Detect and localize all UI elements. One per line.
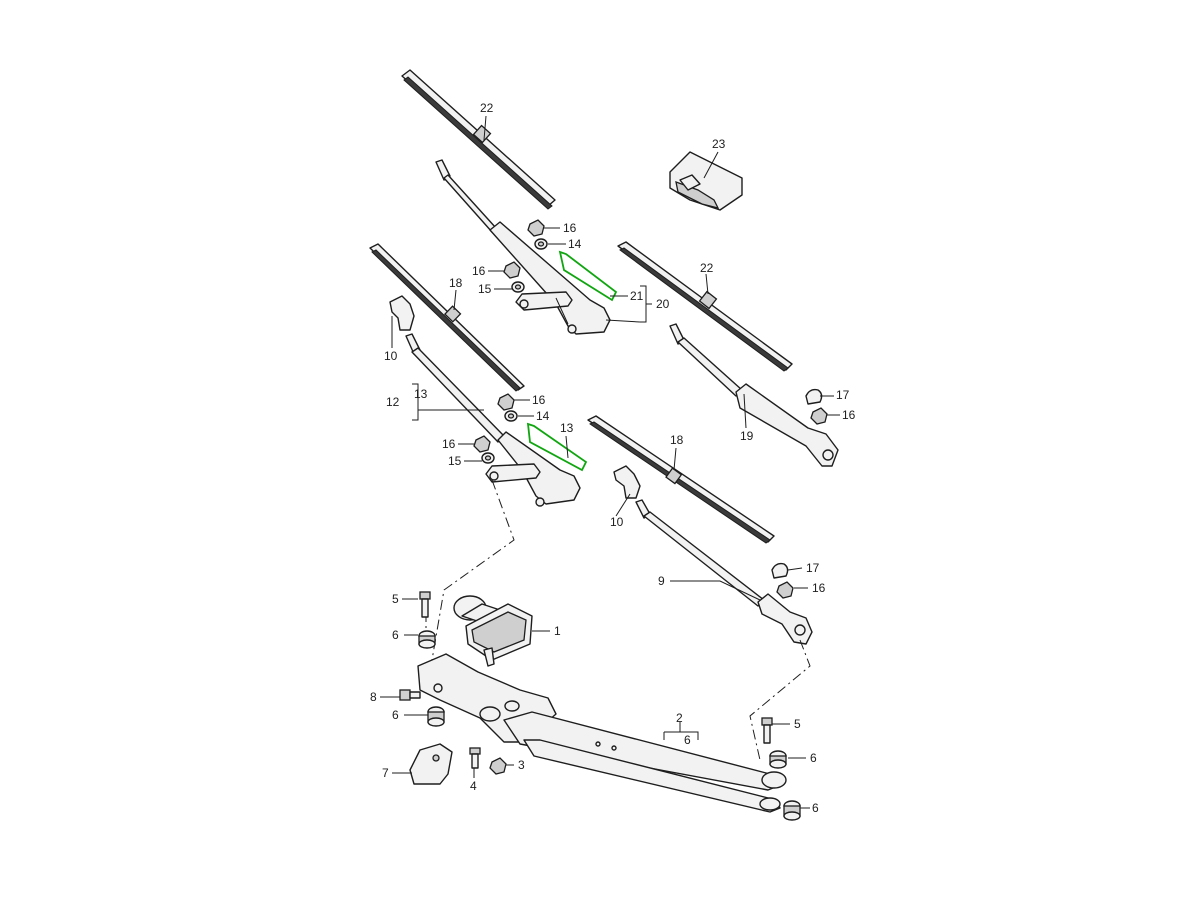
wiper-blade-18-right[interactable] [587, 415, 775, 544]
washer-15-upper[interactable] [511, 281, 525, 293]
callout-16-upper-b: 16 [472, 264, 486, 278]
callout-2: 2 [676, 711, 683, 725]
callout-4: 4 [470, 779, 477, 793]
callout-16-right-lower: 16 [812, 581, 826, 595]
callout-3: 3 [518, 758, 525, 772]
wiper-blade-18-left[interactable] [369, 243, 525, 392]
wiper-arm-cap-10-left[interactable] [389, 295, 415, 331]
callout-14-left: 14 [536, 409, 550, 423]
wiper-motor-1[interactable] [453, 595, 533, 667]
wiper-arm-cap-10-right[interactable] [613, 465, 641, 499]
callout-17-upper: 17 [836, 388, 850, 402]
cap-17-upper[interactable] [805, 388, 823, 405]
wiper-linkage-frame-2[interactable] [417, 653, 787, 813]
bolt-5-left[interactable] [419, 591, 431, 618]
callout-6-bracket: 6 [684, 733, 691, 747]
callout-10-right: 10 [610, 515, 624, 529]
callout-23: 23 [712, 137, 726, 151]
callout-22-upper: 22 [480, 101, 494, 115]
callout-6-b: 6 [392, 708, 399, 722]
callout-5-left: 5 [392, 592, 399, 606]
callout-22-right: 22 [700, 261, 714, 275]
callout-21: 21 [630, 289, 644, 303]
washer-14-left[interactable] [504, 410, 518, 422]
wiper-blade-22-right[interactable] [617, 241, 793, 372]
nut-16-right-lower[interactable] [776, 581, 794, 599]
callout-9: 9 [658, 574, 665, 588]
callout-15-left: 15 [448, 454, 462, 468]
wiper-arm-upper-20[interactable] [435, 159, 611, 335]
nut-16-left-a[interactable] [497, 393, 515, 411]
assembly-line-right [749, 639, 811, 761]
callout-16-right-upper: 16 [842, 408, 856, 422]
callout-18-right: 18 [670, 433, 684, 447]
callout-19: 19 [740, 429, 754, 443]
rain-sensor-23[interactable] [669, 151, 743, 211]
grommet-6-a[interactable] [418, 630, 436, 649]
nut-16-right-upper[interactable] [810, 407, 828, 425]
wiper-arm-12-left[interactable] [405, 333, 581, 507]
wiper-arm-9-right[interactable] [635, 499, 813, 645]
callout-20: 20 [656, 297, 670, 311]
callout-12: 12 [386, 395, 400, 409]
callout-14-upper: 14 [568, 237, 582, 251]
callout-6-c: 6 [810, 751, 817, 765]
callout-6-d: 6 [812, 801, 819, 815]
washer-14-upper[interactable] [534, 238, 548, 250]
callout-16-left-a: 16 [532, 393, 546, 407]
grommet-6-c[interactable] [769, 750, 787, 769]
washer-15-left[interactable] [481, 452, 495, 464]
bolt-5-right[interactable] [761, 717, 773, 744]
wiper-blade-22-upper[interactable] [401, 69, 556, 210]
highlighted-part-13[interactable] [526, 422, 588, 472]
grommet-6-d[interactable] [783, 800, 801, 821]
nut-3[interactable] [489, 757, 507, 775]
callout-5-right: 5 [794, 717, 801, 731]
bolt-4[interactable] [469, 747, 481, 769]
nut-16-upper-b[interactable] [503, 261, 521, 279]
callout-10-left: 10 [384, 349, 398, 363]
callout-16-upper-a: 16 [563, 221, 577, 235]
callout-13-left: 13 [414, 387, 428, 401]
callout-7: 7 [382, 766, 389, 780]
wiper-arm-19-right[interactable] [669, 323, 839, 467]
callout-18-left: 18 [449, 276, 463, 290]
cap-17-lower[interactable] [771, 562, 789, 579]
grommet-6-b[interactable] [427, 706, 445, 727]
callout-13-right: 13 [560, 421, 574, 435]
callout-15-upper: 15 [478, 282, 492, 296]
bolt-8[interactable] [399, 689, 421, 701]
callout-16-left-b: 16 [442, 437, 456, 451]
assembly-line-left [431, 479, 515, 661]
callout-8: 8 [370, 690, 377, 704]
leader-lines [380, 115, 840, 809]
nut-16-left-b[interactable] [473, 435, 491, 453]
callout-17-lower: 17 [806, 561, 820, 575]
bracket-7[interactable] [409, 743, 453, 785]
callout-6-a: 6 [392, 628, 399, 642]
callout-labels: 22 23 16 14 16 15 21 20 22 18 10 17 16 1… [370, 101, 856, 815]
callout-1: 1 [554, 624, 561, 638]
nut-16-upper-a[interactable] [527, 219, 545, 237]
